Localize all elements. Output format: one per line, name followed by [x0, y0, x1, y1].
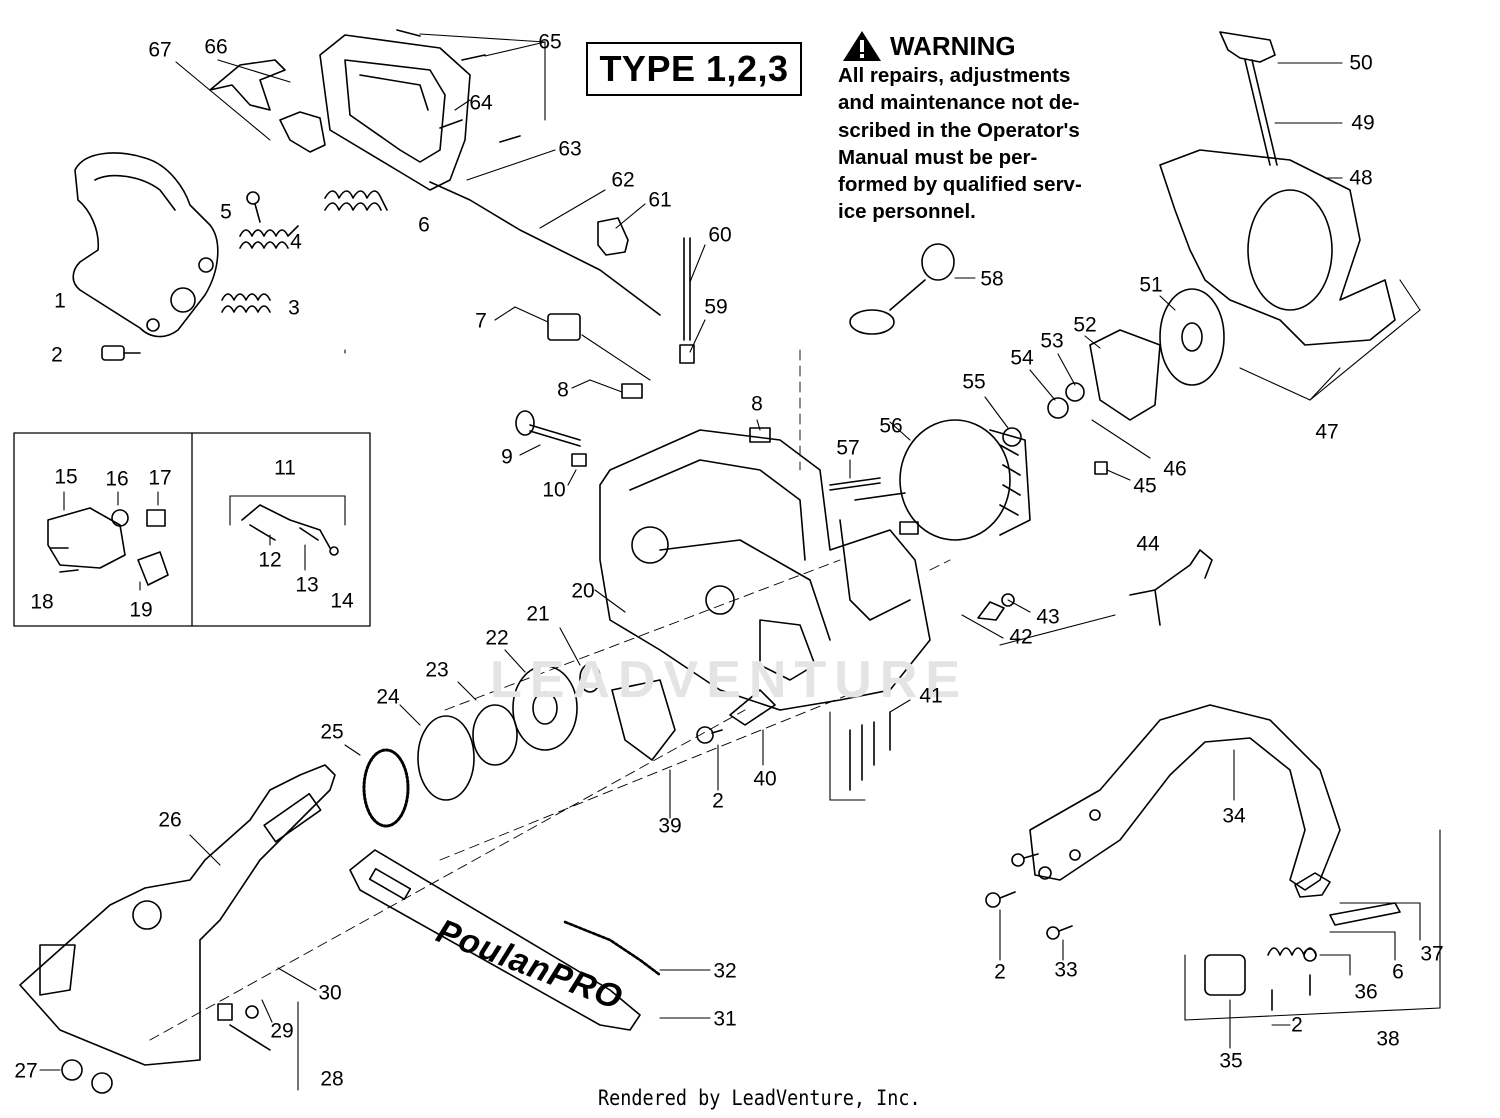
part-label[interactable]: 1: [54, 289, 66, 313]
type-label: TYPE 1,2,3: [586, 42, 802, 96]
crankcase-part: [599, 429, 931, 711]
part-label[interactable]: 45: [1133, 474, 1157, 498]
part-label[interactable]: 39: [658, 814, 682, 838]
part-label[interactable]: 19: [129, 598, 153, 622]
part-label[interactable]: 31: [713, 1007, 737, 1031]
part-label[interactable]: 6: [1392, 960, 1404, 984]
part-label[interactable]: 25: [320, 720, 344, 744]
part-label[interactable]: 20: [571, 579, 595, 603]
part-label[interactable]: 22: [485, 626, 509, 650]
part-label[interactable]: 10: [542, 478, 566, 502]
part-label[interactable]: 21: [526, 602, 550, 626]
handle-frame-part: [319, 34, 471, 191]
part-label[interactable]: 4: [290, 230, 302, 254]
part-label[interactable]: 5: [220, 200, 232, 224]
part-label[interactable]: 54: [1010, 346, 1034, 370]
part-label[interactable]: 17: [148, 466, 172, 490]
part-label[interactable]: 6: [418, 213, 430, 237]
part-label[interactable]: 29: [270, 1019, 294, 1043]
chain-brake-cover-part: [19, 764, 336, 1066]
part-label[interactable]: 8: [557, 378, 569, 402]
part-label[interactable]: 2: [994, 960, 1006, 984]
part-label[interactable]: 52: [1073, 313, 1097, 337]
part-label[interactable]: 60: [708, 223, 732, 247]
part-label[interactable]: 56: [879, 414, 903, 438]
part-label[interactable]: 57: [836, 436, 860, 460]
part-label[interactable]: 3: [288, 296, 300, 320]
part-label[interactable]: 33: [1054, 958, 1078, 982]
part-label[interactable]: 9: [501, 445, 513, 469]
part-label[interactable]: 47: [1315, 420, 1339, 444]
warning-line: All repairs, adjustments: [838, 64, 1071, 87]
part-label[interactable]: 58: [980, 267, 1004, 291]
part-label[interactable]: 49: [1351, 111, 1375, 135]
part-label[interactable]: 44: [1136, 532, 1160, 556]
warning-line: Manual must be per-: [838, 145, 1038, 169]
part-label[interactable]: 55: [962, 370, 986, 394]
part-label[interactable]: 26: [158, 808, 182, 832]
warning-text: All repairs, adjustments and maintenance…: [838, 62, 1130, 226]
warning-line: and maintenance not de-: [838, 91, 1080, 115]
starter-housing-part: [1159, 31, 1396, 346]
part-label[interactable]: 32: [713, 959, 737, 983]
part-label[interactable]: 23: [425, 658, 449, 682]
part-label[interactable]: 12: [258, 548, 282, 572]
part-label[interactable]: 13: [295, 573, 319, 597]
warning-title: WARNING: [890, 30, 1016, 61]
warning-triangle-icon: [843, 31, 881, 61]
part-label[interactable]: 42: [1009, 625, 1033, 649]
part-label[interactable]: 2: [51, 343, 63, 367]
part-label[interactable]: 14: [330, 589, 354, 613]
warning-heading: WARNING: [842, 30, 1016, 62]
guide-bar-part: [349, 849, 662, 1031]
part-label[interactable]: 24: [376, 685, 400, 709]
part-label[interactable]: 50: [1349, 51, 1373, 75]
part-label[interactable]: 62: [611, 168, 635, 192]
part-label[interactable]: 37: [1420, 942, 1444, 966]
render-credit: Rendered by LeadVenture, Inc.: [598, 1086, 921, 1110]
part-label[interactable]: 8: [751, 392, 763, 416]
watermark-text: LEADVENTURE: [490, 651, 969, 709]
part-label[interactable]: 59: [704, 295, 728, 319]
part-label[interactable]: 36: [1354, 980, 1378, 1004]
part-label[interactable]: 43: [1036, 605, 1060, 629]
warning-line: ice personnel.: [838, 200, 976, 224]
part-label[interactable]: 63: [558, 137, 582, 161]
part-label[interactable]: 28: [320, 1067, 344, 1091]
part-label[interactable]: 48: [1349, 166, 1373, 190]
part-label[interactable]: 67: [148, 38, 172, 62]
part-label[interactable]: 18: [30, 590, 54, 614]
part-label[interactable]: 46: [1163, 457, 1187, 481]
part-label[interactable]: 7: [475, 309, 487, 333]
part-label[interactable]: 34: [1222, 804, 1246, 828]
part-label[interactable]: 40: [753, 767, 777, 791]
part-label[interactable]: 35: [1219, 1049, 1243, 1073]
part-label[interactable]: 11: [274, 456, 296, 480]
part-label[interactable]: 66: [204, 35, 228, 59]
part-label[interactable]: 2: [1291, 1013, 1303, 1037]
part-label[interactable]: 38: [1376, 1027, 1400, 1051]
part-label[interactable]: 53: [1040, 329, 1064, 353]
warning-line: formed by qualified serv-: [838, 173, 1082, 197]
part-label[interactable]: 27: [14, 1059, 38, 1083]
part-label[interactable]: 64: [469, 91, 493, 115]
part-label[interactable]: 51: [1139, 273, 1163, 297]
front-handle-part: [1029, 704, 1341, 891]
part-label[interactable]: 65: [538, 30, 562, 54]
part-label[interactable]: 30: [318, 981, 342, 1005]
part-label[interactable]: 16: [105, 467, 129, 491]
part-label[interactable]: 15: [54, 465, 78, 489]
warning-line: scribed in the Operator's: [838, 118, 1080, 142]
rear-handle-part: [72, 152, 219, 338]
part-label[interactable]: 41: [919, 684, 943, 708]
part-label[interactable]: 2: [712, 789, 724, 813]
part-label[interactable]: 61: [648, 188, 672, 212]
